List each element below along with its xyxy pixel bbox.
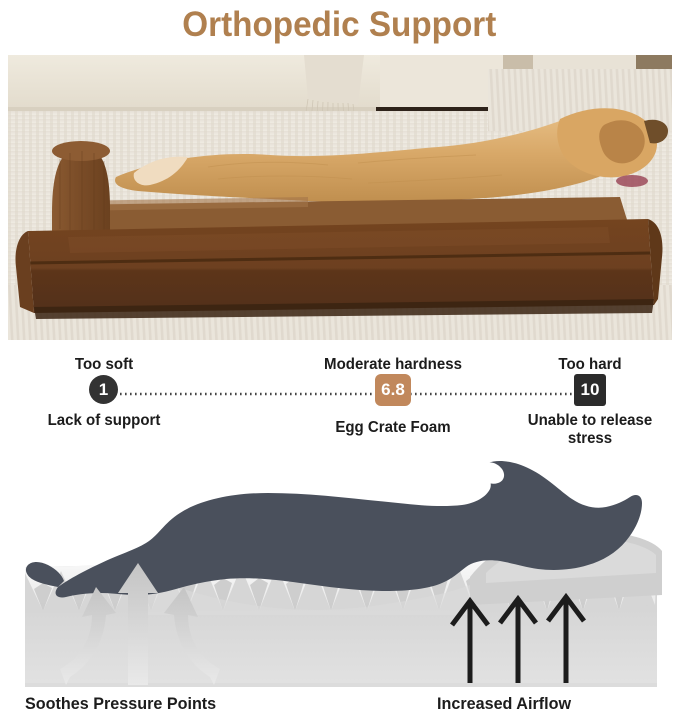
pressure-arrow-center <box>118 563 158 685</box>
page-title-bar: Orthopedic Support <box>0 0 679 48</box>
pressure-arrow-right <box>164 587 220 685</box>
product-photo <box>8 55 672 340</box>
scale-label-too-hard: Too hard <box>558 356 622 373</box>
dog-silhouette <box>25 461 642 598</box>
airflow-arrows <box>450 592 586 683</box>
scale-marker-6-8[interactable]: 6.8 <box>375 374 411 406</box>
foam-diagram-illustration <box>25 461 662 687</box>
increased-airflow-label: Increased Airflow <box>437 694 572 713</box>
pressure-arrows <box>60 563 220 685</box>
airflow-arrow-2 <box>498 594 538 683</box>
foam-cross-section-diagram <box>0 455 679 687</box>
scale-label-too-soft: Too soft <box>74 356 134 373</box>
photo-bed-front <box>28 219 654 313</box>
soothes-pressure-points-label: Soothes Pressure Points <box>25 694 217 713</box>
page-title: Orthopedic Support <box>182 4 497 44</box>
photo-dog <box>114 108 668 203</box>
scale-label-unable-to-release-stress: Unable to release stress <box>527 412 653 447</box>
airflow-arrow-1 <box>450 596 490 683</box>
photo-dog-body <box>114 115 633 203</box>
scale-label-lack-of-support: Lack of support <box>47 412 161 429</box>
scale-marker-1[interactable]: 1 <box>89 375 118 404</box>
product-photo-illustration <box>8 55 672 340</box>
hardness-scale <box>0 352 679 457</box>
scale-marker-10[interactable]: 10 <box>574 374 606 406</box>
scale-connector-line <box>110 391 580 397</box>
scale-label-moderate-hardness: Moderate hardness <box>324 356 462 373</box>
pressure-arrow-left <box>60 587 116 685</box>
photo-bed-bolster <box>52 141 110 231</box>
scale-label-egg-crate-foam: Egg Crate Foam <box>335 419 451 436</box>
airflow-arrow-3 <box>546 592 586 683</box>
